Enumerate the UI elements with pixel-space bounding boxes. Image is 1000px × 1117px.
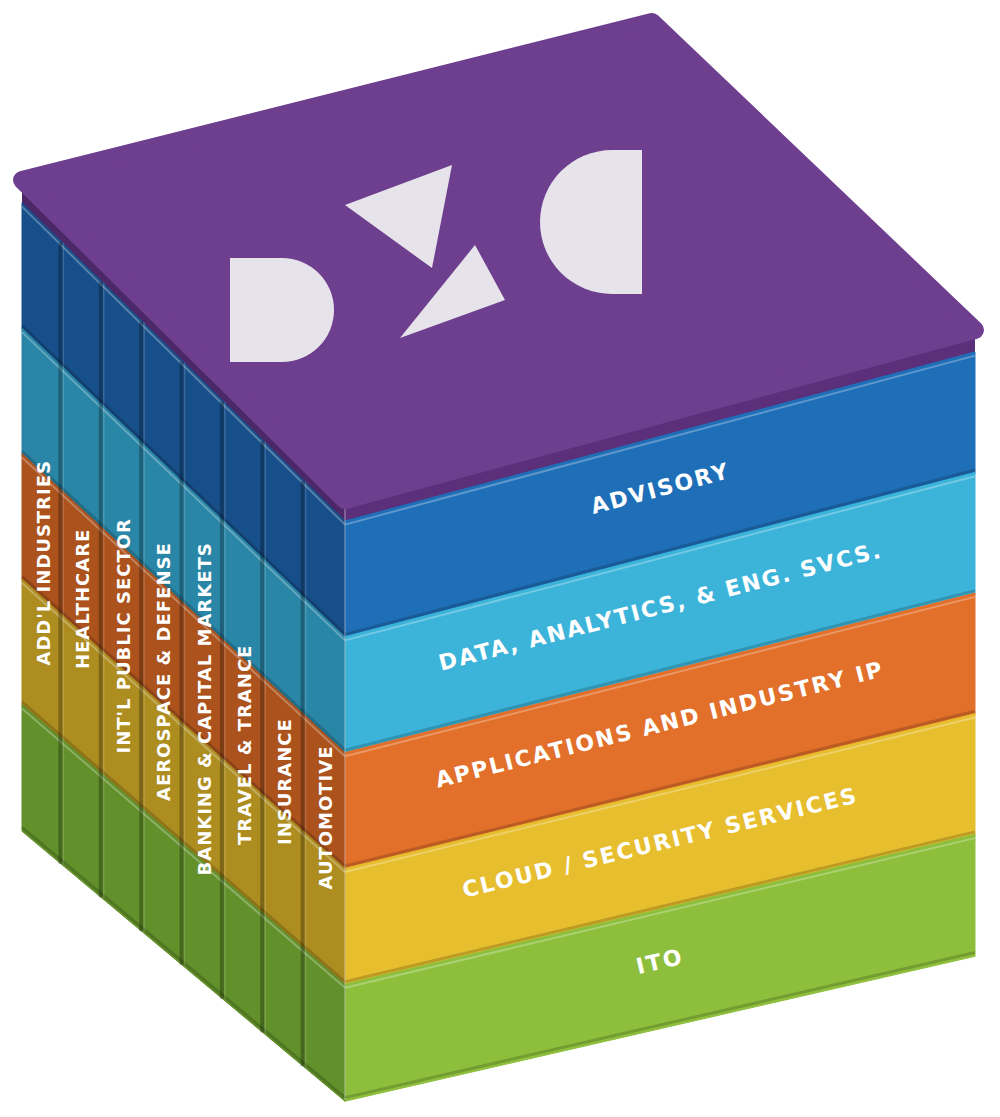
- front-face-layer: [345, 834, 975, 1101]
- industry-column: BANKING & CAPITAL MARKETS: [192, 535, 217, 881]
- layer-label: INSURANCE: [272, 712, 297, 851]
- layer-label: CLOUD / SECURITY SERVICES: [449, 777, 872, 910]
- column-highlight: [63, 243, 65, 864]
- cube-edge: [344, 500, 346, 1100]
- column-divider: [260, 441, 264, 1032]
- layer-label: TRAVEL & TRANCE: [232, 638, 257, 851]
- column-highlight: [184, 362, 186, 965]
- industry-column: AUTOMOTIVE: [312, 740, 337, 896]
- industry-column: HEALTHCARE: [70, 522, 95, 675]
- industry-column: AEROSPACE & DEFENSE: [151, 536, 176, 807]
- top-face: [22, 22, 975, 500]
- column-highlight: [143, 322, 145, 931]
- column-divider: [58, 243, 62, 864]
- layer-label: ITO: [623, 937, 697, 985]
- layer-label: AEROSPACE & DEFENSE: [151, 536, 176, 807]
- industry-column: INT'L PUBLIC SECTOR: [111, 511, 136, 759]
- industry-column: TRAVEL & TRANCE: [232, 638, 257, 851]
- logo: [230, 150, 642, 362]
- layer-label: INT'L PUBLIC SECTOR: [111, 511, 136, 759]
- column-divider: [220, 402, 224, 999]
- service-layer: APPLICATIONS AND INDUSTRY IP: [422, 650, 898, 799]
- column-divider: [99, 282, 103, 897]
- column-divider: [301, 481, 305, 1066]
- service-layer: DATA, ANALYTICS, & ENG. SVCS.: [425, 531, 895, 682]
- cube: [22, 22, 975, 1101]
- layer-label: APPLICATIONS AND INDUSTRY IP: [422, 650, 898, 799]
- layer-label: ADVISORY: [577, 451, 743, 525]
- layer-label: BANKING & CAPITAL MARKETS: [192, 535, 217, 881]
- layer-label: AUTOMOTIVE: [312, 740, 337, 896]
- column-divider: [180, 362, 184, 965]
- column-highlight: [305, 481, 307, 1066]
- layer-highlight: [345, 838, 975, 988]
- logo-c: [540, 150, 642, 294]
- service-layer: ITO: [623, 937, 697, 985]
- industry-column: ADD'L INDUSTRIES: [30, 453, 55, 671]
- service-layer: CLOUD / SECURITY SERVICES: [449, 777, 872, 910]
- column-highlight: [103, 282, 105, 897]
- layer-label: HEALTHCARE: [70, 522, 95, 675]
- column-highlight: [224, 402, 226, 999]
- column-highlight: [265, 441, 267, 1032]
- logo-d: [230, 258, 334, 362]
- industry-column: INSURANCE: [272, 712, 297, 851]
- logo-x-lower: [400, 245, 505, 338]
- service-layer: ADVISORY: [577, 451, 743, 525]
- layer-label: DATA, ANALYTICS, & ENG. SVCS.: [425, 531, 895, 682]
- logo-x-upper: [345, 165, 452, 268]
- layer-label: ADD'L INDUSTRIES: [30, 453, 55, 671]
- column-divider: [139, 322, 143, 931]
